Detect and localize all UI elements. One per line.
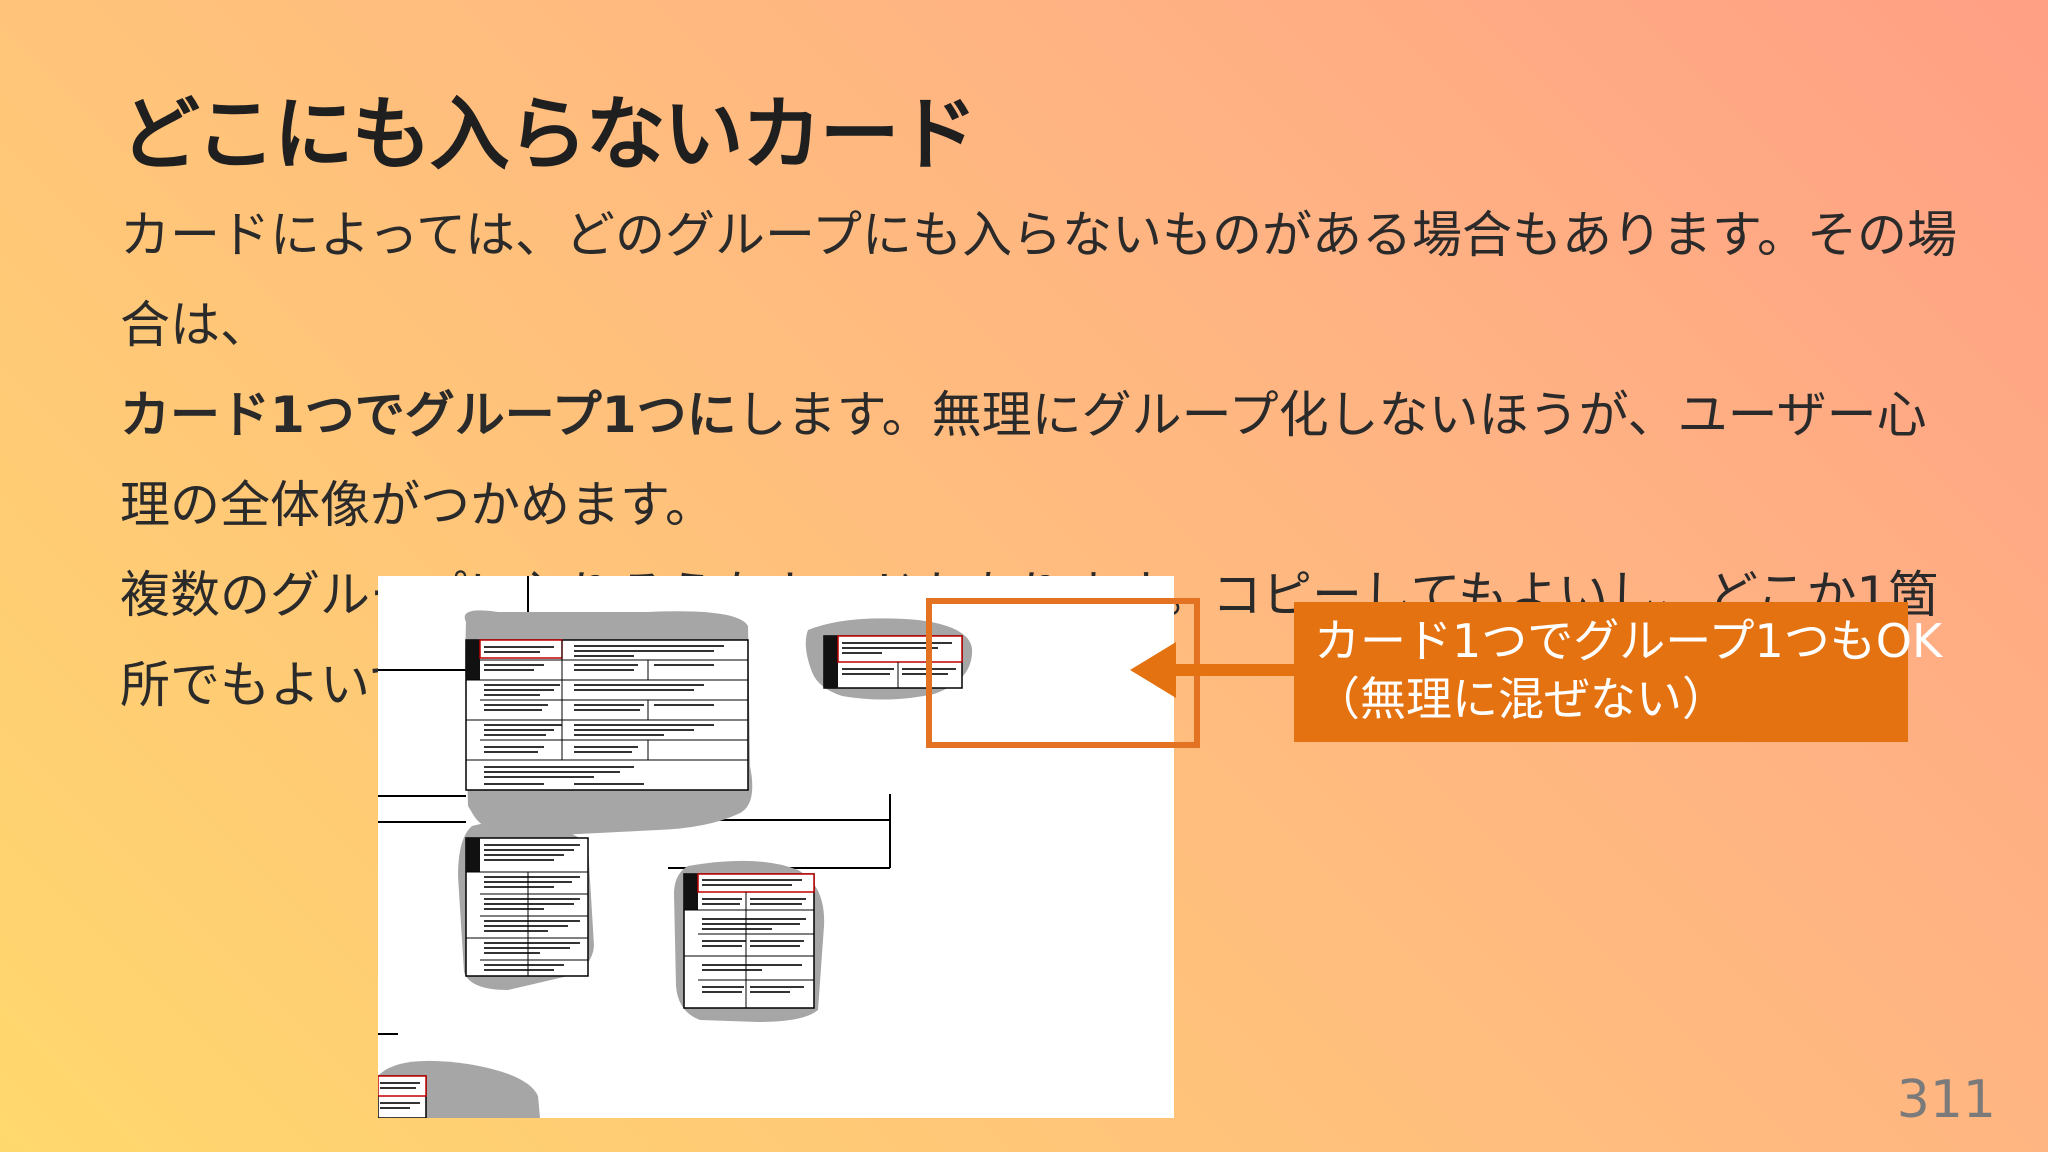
slide-title: どこにも入らないカード [120,88,978,181]
paragraph-1-bold: カード1つでグループ1つに [120,386,737,444]
paragraph-1-text-a: カードによっては、どのグループにも入らないものがある場合もあります。その場合は、 [120,206,1957,354]
callout-line-2: （無理に混ぜない） [1314,672,1728,726]
paragraph-1: カードによっては、どのグループにも入らないものがある場合もあります。その場合は、… [120,190,1970,550]
card-group-a [465,639,749,791]
card-sorting-screenshot [378,576,1174,1118]
partial-card [378,1075,427,1118]
card-group-c [683,873,815,1009]
card-group-b [465,837,589,977]
paragraph-1-text-b: します。無理にグループ化しないほうが、ユーザー心理の全体像がつかめます。 [120,386,1927,534]
lone-card [823,635,963,689]
card-sorting-diagram [378,576,973,1118]
callout-line-1: カード1つでグループ1つもOK [1314,614,1943,668]
page-number: 311 [1896,1070,1996,1130]
callout-box: カード1つでグループ1つもOK （無理に混ぜない） [1294,602,1943,742]
callout-arrow-icon [1130,642,1298,698]
